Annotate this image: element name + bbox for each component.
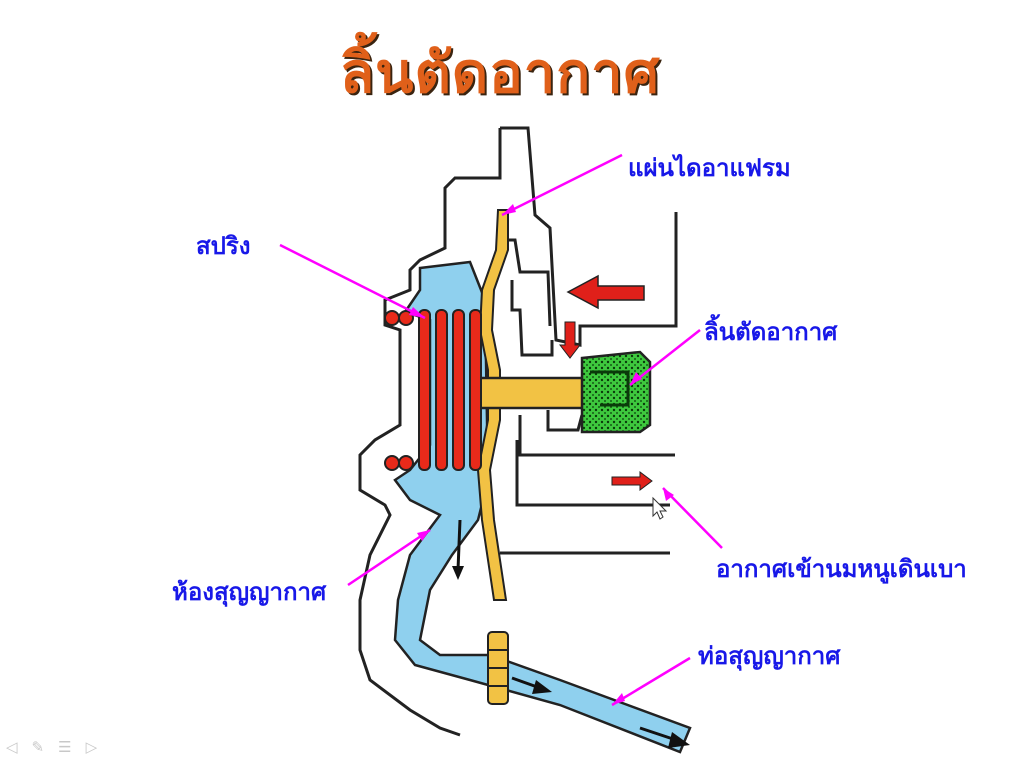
label-vacuum-chamber: ห้องสุญญากาศ (172, 577, 327, 606)
idle-air-arrow (611, 471, 653, 491)
leader-lines (279, 153, 723, 707)
pipe-fitting (487, 631, 509, 705)
label-vacuum-pipe: ท่อสุญญากาศ (698, 641, 841, 670)
spring (384, 309, 482, 471)
down-arrow (558, 321, 582, 359)
slide-nav: ◁ ✎ ☰ ▷ (6, 738, 97, 756)
arrow-right-icon[interactable]: ▷ (85, 738, 98, 756)
mouse-cursor-icon (652, 496, 668, 520)
label-air-cut-valve: ลิ้นตัดอากาศ (704, 317, 838, 346)
valve-seat (590, 370, 630, 407)
housing-outline (358, 126, 678, 737)
valve-stem (474, 376, 586, 410)
label-spring: สปริง (196, 231, 251, 260)
page-title: ลิ้นตัดอากาศ (339, 41, 661, 106)
air-inflow-arrow (566, 274, 645, 310)
air-cut-valve-body (580, 350, 652, 434)
label-air-intake: อากาศเข้านมหนูเดินเบา (716, 554, 967, 583)
vacuum-flow-arrow (456, 519, 462, 571)
leader-arrowheads (409, 204, 674, 705)
menu-icon[interactable]: ☰ (58, 738, 72, 756)
arrow-left-icon[interactable]: ◁ (6, 738, 18, 756)
pipe-flow-arrow-2 (639, 726, 677, 742)
pen-icon[interactable]: ✎ (31, 738, 45, 756)
label-diaphragm: แผ่นไดอาแฟรม (628, 153, 791, 182)
